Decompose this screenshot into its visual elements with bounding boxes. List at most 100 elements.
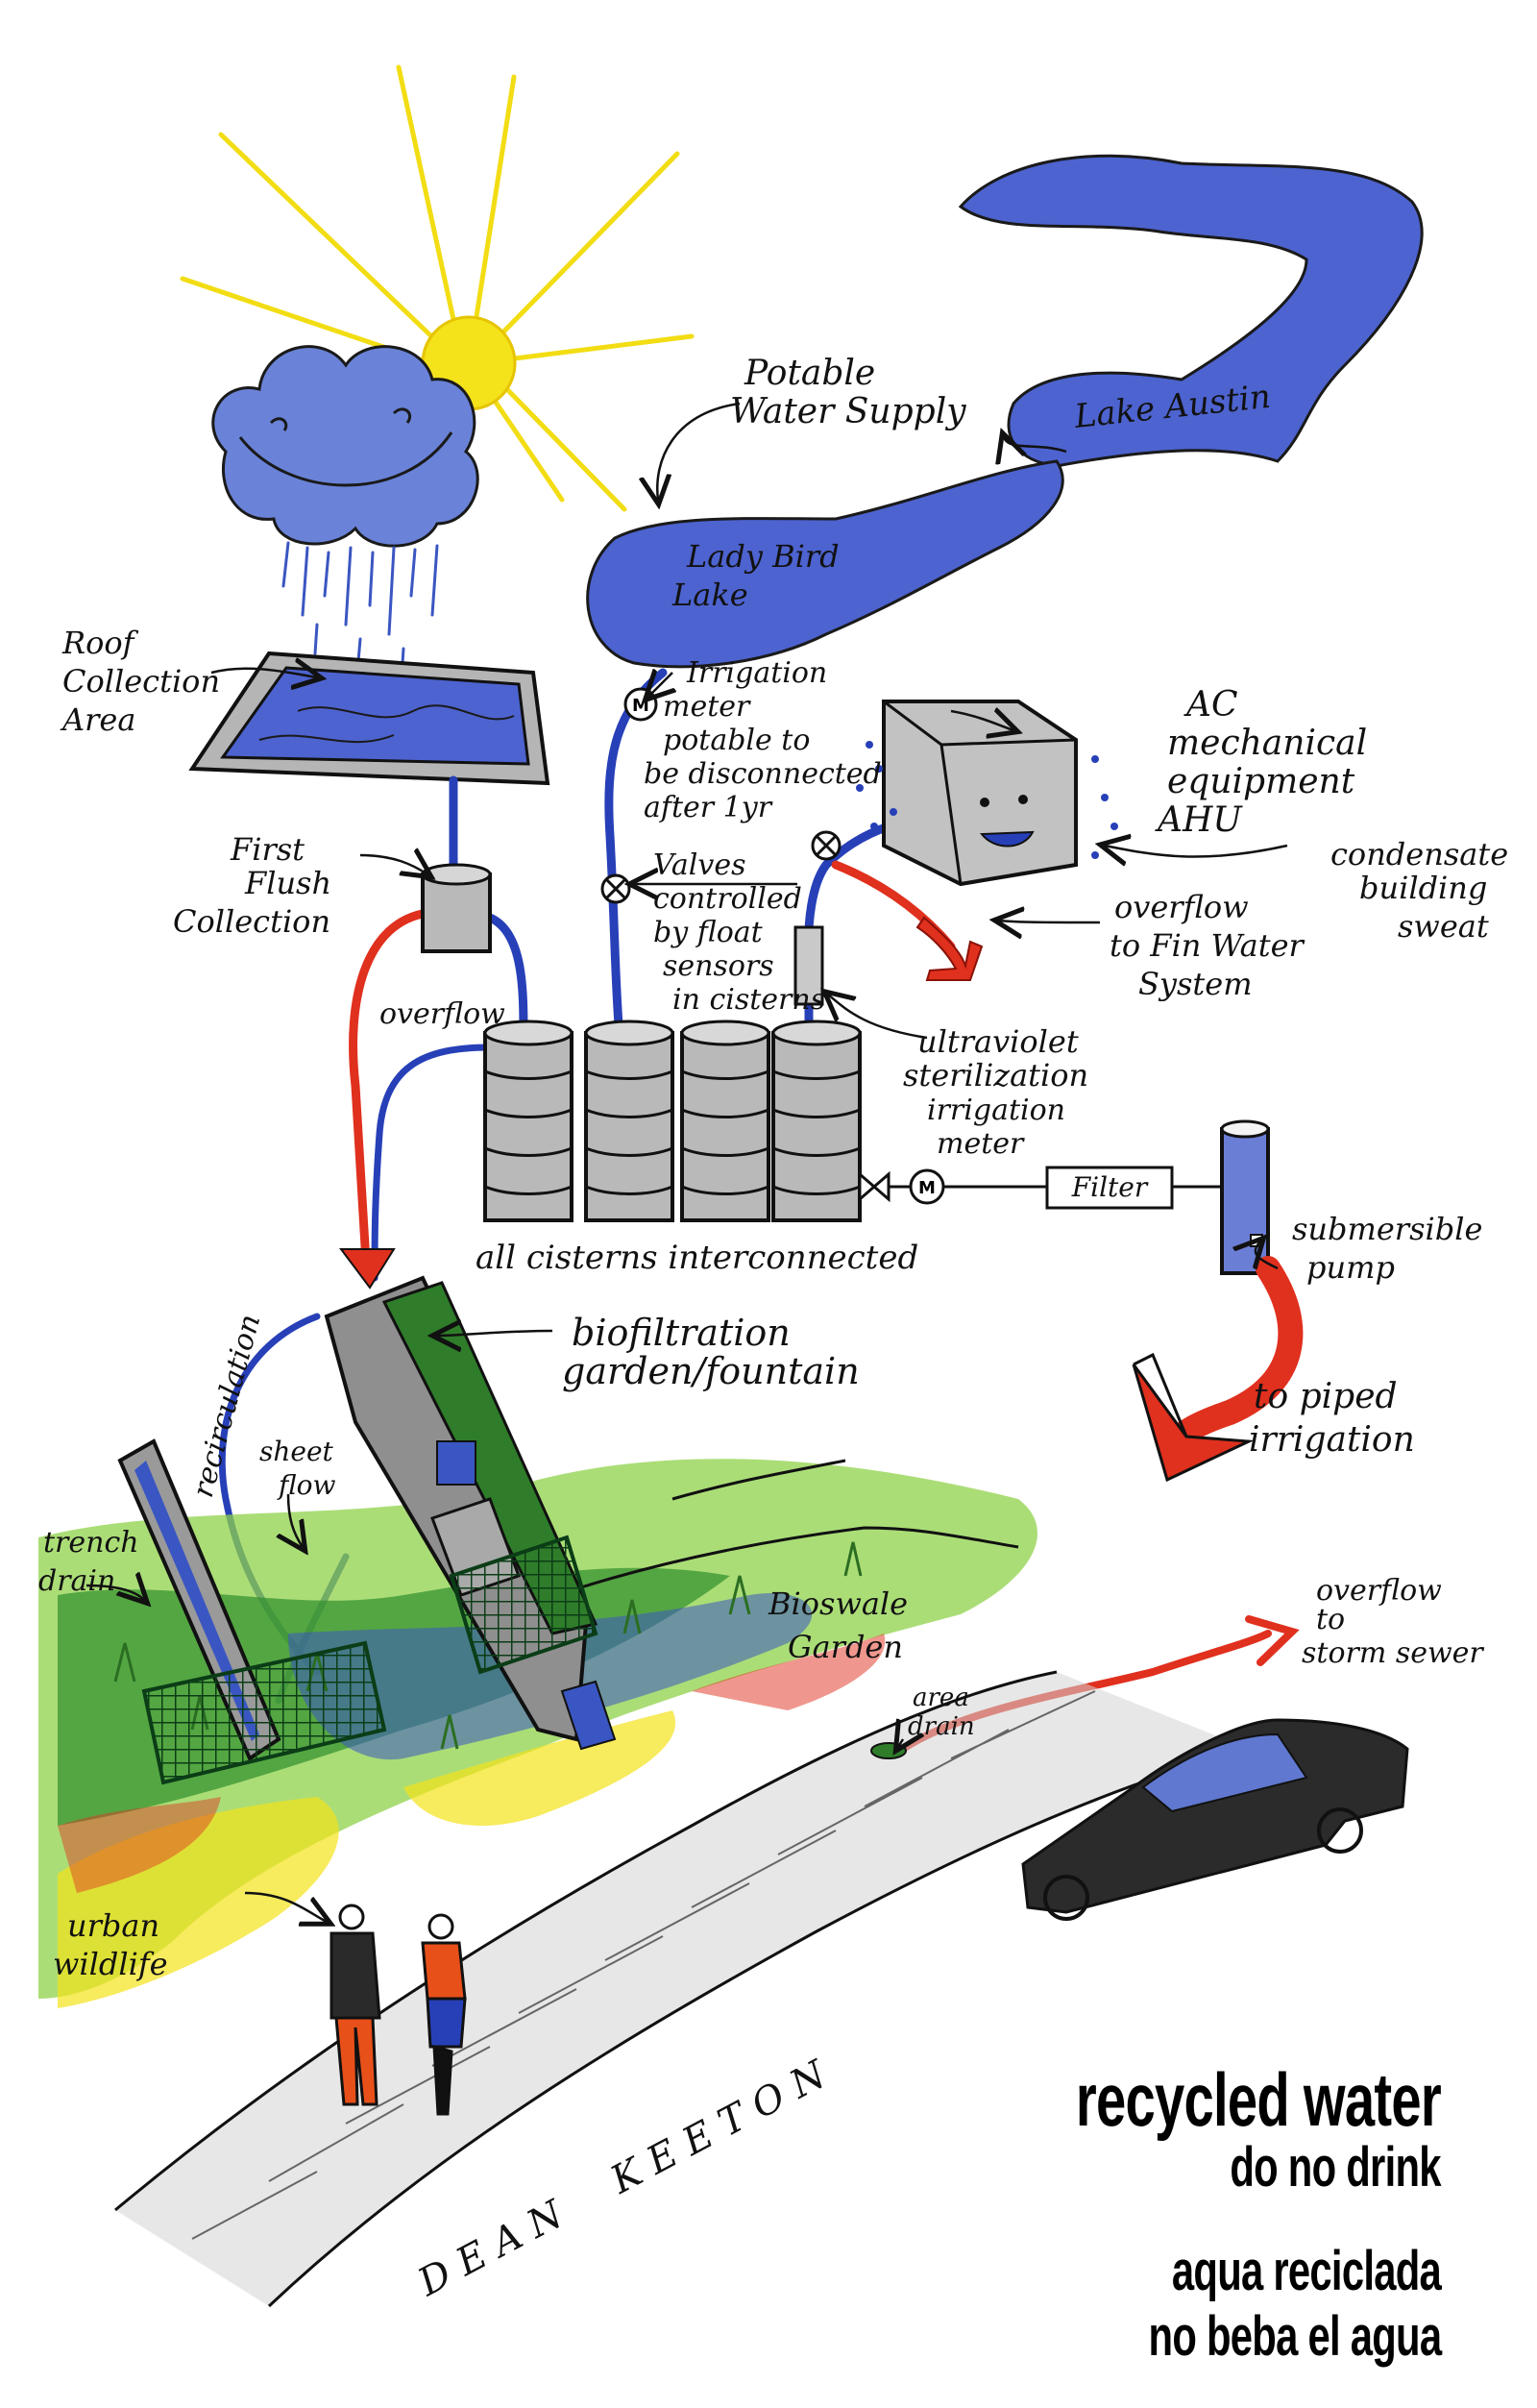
lady-bird-lake <box>586 459 1064 669</box>
filter-box <box>1045 1166 1174 1210</box>
svg-text:Collection: Collection <box>62 663 220 700</box>
gate-valve-icon <box>858 1170 890 1203</box>
svg-text:wildlife: wildlife <box>53 1946 168 1982</box>
cistern-3 <box>680 1020 770 1222</box>
ac-unit-icon <box>882 700 1078 887</box>
planter-grates <box>141 1535 598 1785</box>
svg-text:sheet: sheet <box>259 1436 334 1467</box>
pedestrian-figures <box>329 1904 467 2116</box>
sidewalk <box>114 1670 1250 2308</box>
svg-text:Valves: Valves <box>653 848 746 882</box>
label-biofiltration: biofiltration garden/fountain <box>562 1312 860 1392</box>
svg-text:Lady Bird: Lady Bird <box>686 538 840 575</box>
svg-text:overflow: overflow <box>1316 1574 1442 1608</box>
label-condensate: condensate building sweat <box>1330 836 1508 945</box>
svg-text:Garden: Garden <box>788 1629 903 1665</box>
svg-text:Bioswale: Bioswale <box>768 1585 908 1622</box>
svg-text:sensors: sensors <box>663 949 774 983</box>
label-potable-water-supply: Potable Water Supply <box>730 354 966 431</box>
svg-text:Flush: Flush <box>244 865 331 901</box>
svg-text:ultraviolet: ultraviolet <box>917 1023 1079 1060</box>
valve-icon <box>600 873 631 904</box>
label-lady-bird-lake: Lady Bird Lake <box>671 538 840 613</box>
svg-text:sterilization: sterilization <box>903 1057 1088 1093</box>
overflow-arrow-ac <box>915 916 984 981</box>
svg-text:M: M <box>918 1178 936 1198</box>
svg-text:meter: meter <box>663 690 751 724</box>
label-uv-sterilization: ultraviolet sterilization <box>903 1023 1088 1093</box>
label-ac-equipment: AC mechanical equipment AHU <box>1155 685 1367 840</box>
label-valves-note: Valves controlled by float sensors in ci… <box>653 848 825 1017</box>
label-to-piped-irrigation: to piped irrigation <box>1249 1377 1415 1460</box>
svg-text:Water Supply: Water Supply <box>730 392 966 431</box>
svg-text:condensate: condensate <box>1330 836 1508 872</box>
sign-recycled-water: recycled water <box>1075 2057 1442 2142</box>
svg-text:to piped: to piped <box>1254 1377 1398 1416</box>
svg-text:submersible: submersible <box>1292 1211 1482 1247</box>
cistern-4 <box>771 1020 862 1222</box>
label-sheet-flow: sheet flow <box>259 1436 336 1501</box>
car-icon <box>1021 1718 1409 1921</box>
svg-text:Roof: Roof <box>61 625 139 661</box>
uv-sterilizer <box>793 925 824 1006</box>
cisterns <box>483 1020 862 1222</box>
svg-text:after 1yr: after 1yr <box>644 791 773 824</box>
svg-text:by float: by float <box>653 916 764 949</box>
svg-text:overflow: overflow <box>1114 889 1249 925</box>
sign-no-beba: no beba el agua <box>1148 2305 1442 2368</box>
roof-collection-tray <box>188 651 550 786</box>
svg-text:in cisterns: in cisterns <box>672 983 825 1017</box>
svg-text:drain: drain <box>908 1712 975 1741</box>
svg-text:biofiltration: biofiltration <box>572 1312 791 1354</box>
sign-do-not-drink: do no drink <box>1230 2136 1442 2199</box>
label-roof-collection-area: Roof Collection Area <box>60 625 220 738</box>
svg-text:sweat: sweat <box>1398 908 1489 945</box>
svg-text:equipment: equipment <box>1167 762 1355 801</box>
cistern-2 <box>584 1020 674 1222</box>
label-trench-drain: trench drain <box>38 1526 139 1598</box>
label-bioswale: Bioswale Garden <box>768 1585 908 1665</box>
leader-lines <box>85 402 1288 1922</box>
svg-text:Potable: Potable <box>744 354 875 393</box>
svg-text:irrigation: irrigation <box>1249 1420 1415 1460</box>
cistern-1 <box>483 1020 573 1222</box>
outlet-meter-icon: M <box>909 1168 945 1205</box>
svg-text:meter: meter <box>937 1127 1025 1161</box>
label-submersible-pump: submersible pump <box>1292 1211 1482 1286</box>
svg-text:building: building <box>1359 870 1487 906</box>
svg-text:First: First <box>230 831 305 868</box>
sign-aqua-reciclada: aqua reciclada <box>1171 2240 1442 2302</box>
svg-text:Area: Area <box>60 701 135 738</box>
label-overflow-storm-sewer: overflow to storm sewer <box>1302 1574 1484 1670</box>
svg-text:be disconnected: be disconnected <box>644 757 882 791</box>
lake-austin-river <box>958 154 1424 468</box>
irrigation-arrow <box>1132 1256 1304 1483</box>
svg-text:mechanical: mechanical <box>1167 724 1367 763</box>
area-drain-icon <box>870 1742 907 1759</box>
ac-valve-icon <box>811 830 842 861</box>
svg-text:area: area <box>913 1683 969 1712</box>
svg-text:potable to: potable to <box>663 724 810 757</box>
svg-text:trench: trench <box>43 1526 139 1560</box>
svg-text:drain: drain <box>38 1564 115 1598</box>
street-edge <box>556 1459 1019 1597</box>
first-flush-tank <box>421 863 492 953</box>
label-first-flush: First Flush Collection <box>173 831 331 940</box>
svg-text:urban: urban <box>67 1907 159 1944</box>
svg-text:to: to <box>1316 1603 1345 1636</box>
label-filter: Filter <box>1071 1171 1149 1203</box>
svg-text:System: System <box>1138 966 1253 1002</box>
svg-text:to Fin Water: to Fin Water <box>1110 927 1305 964</box>
svg-text:AC: AC <box>1183 685 1238 725</box>
label-all-cisterns: all cisterns interconnected <box>476 1239 918 1277</box>
svg-text:storm sewer: storm sewer <box>1302 1636 1484 1670</box>
label-irrigation-meter: irrigation meter <box>927 1093 1065 1161</box>
rain-drops <box>281 541 439 679</box>
label-urban-wildlife: urban wildlife <box>53 1907 168 1982</box>
svg-text:garden/fountain: garden/fountain <box>562 1350 860 1392</box>
svg-text:irrigation: irrigation <box>927 1093 1065 1127</box>
submersible-pump-icon <box>1220 1119 1270 1275</box>
svg-text:Collection: Collection <box>173 903 330 940</box>
svg-text:Irrigation: Irrigation <box>686 656 827 690</box>
